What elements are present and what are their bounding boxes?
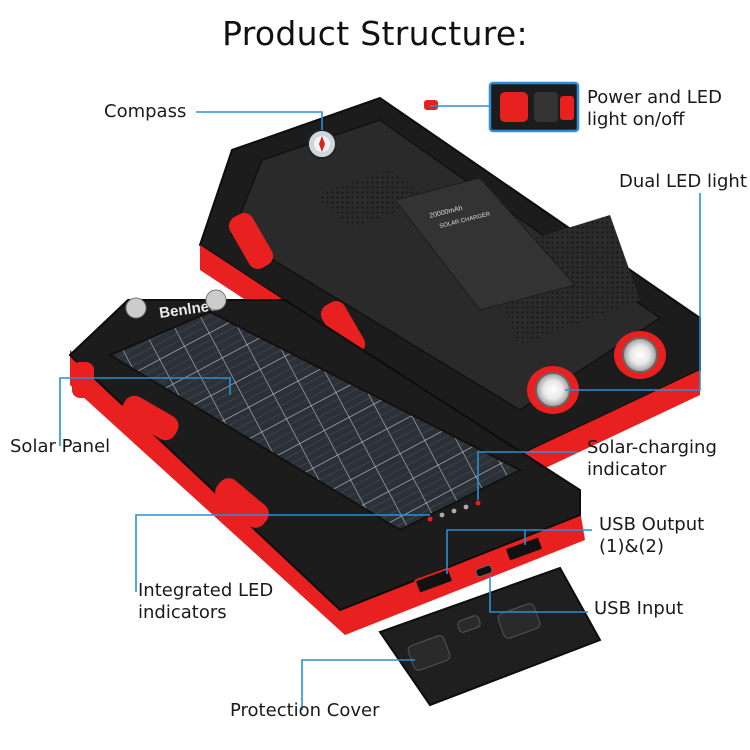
label-solar-panel: Solar Panel <box>10 436 111 457</box>
label-usb-input: USB Input <box>594 598 684 619</box>
leader-cover <box>301 659 415 710</box>
top-bump-1 <box>125 297 147 319</box>
leader-usb-out <box>446 529 592 574</box>
label-dual-led: Dual LED light <box>619 171 747 192</box>
back-grip-2 <box>320 301 366 357</box>
label-protection-cover: Protection Cover <box>230 700 380 721</box>
solar-panel <box>107 310 523 532</box>
label-integrated-led: Integrated LED indicators <box>138 580 274 623</box>
leader-dual-led <box>565 193 701 391</box>
label-power-led: Power and LED light on/off <box>587 87 722 130</box>
led-indicators <box>427 500 481 522</box>
callout-lines <box>59 105 701 710</box>
front-grip-1 <box>121 395 179 441</box>
top-bump-2 <box>205 289 227 311</box>
leader-solar-ind <box>477 451 578 500</box>
power-button <box>424 100 438 110</box>
power-inset <box>488 81 580 133</box>
label-solar-charging-indicator: Solar-charging indicator <box>587 437 717 480</box>
back-grip-1 <box>228 213 274 269</box>
usb-input-port <box>475 564 493 578</box>
usb-output-port-1 <box>414 567 454 595</box>
back-vent-left <box>315 170 430 228</box>
compass-icon <box>307 129 337 159</box>
protection-cover <box>378 566 602 707</box>
page-title: Product Structure: <box>222 14 528 53</box>
label-usb-output: USB Output (1)&(2) <box>599 514 705 557</box>
leader-usb-in <box>489 576 588 613</box>
leader-int-led <box>135 514 430 592</box>
label-compass: Compass <box>104 101 187 122</box>
leader-solar-panel <box>59 377 231 446</box>
leader-compass <box>196 111 323 130</box>
front-grip-3 <box>72 362 94 398</box>
back-label-plate <box>394 177 576 311</box>
usb-output-port-2 <box>504 535 544 563</box>
